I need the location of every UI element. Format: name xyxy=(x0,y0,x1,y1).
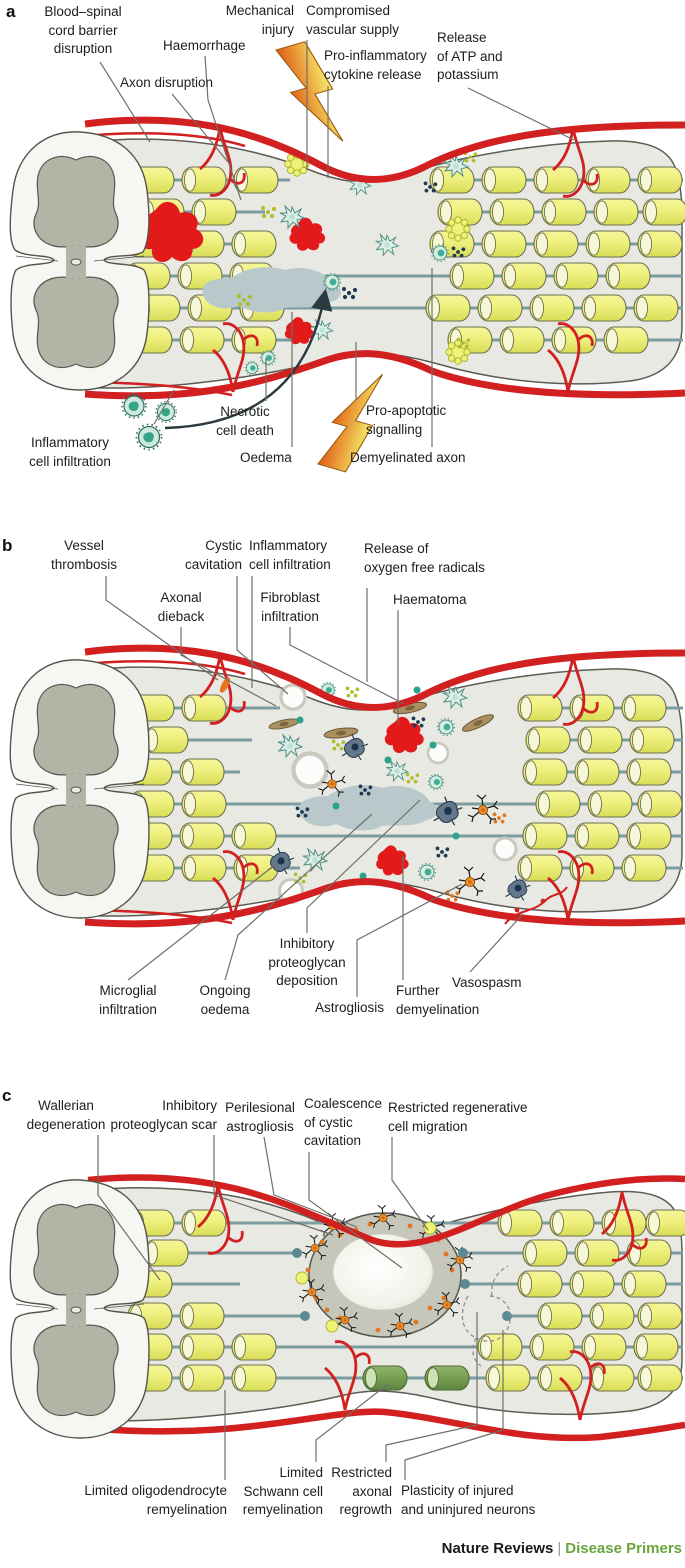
lesion-b xyxy=(267,681,531,905)
label-necrotic-cell-death: Necrotic cell death xyxy=(216,404,274,438)
label-inflammatory-cell-infiltration-a: Inflammatory cell infiltration xyxy=(29,435,111,469)
thrombus xyxy=(220,677,230,693)
label-release-of-oxygen-free-radicals: Release of oxygen free radicals xyxy=(364,541,485,575)
journal-credit: Nature Reviews|Disease Primers xyxy=(442,1540,682,1557)
label-inflammatory-cell-infiltration-b: Inflammatory cell infiltration xyxy=(249,538,331,572)
infiltration-arrow xyxy=(164,288,333,430)
label-blood-spinal-cord-barrier-disruption: Blood–spinal cord barrier disruption xyxy=(44,4,122,57)
cyst xyxy=(279,683,307,711)
migrating-cells xyxy=(295,1221,437,1333)
label-release-of-atp-and-potassium: Release of ATP and potassium xyxy=(437,30,503,83)
panel-c-illustration xyxy=(9,1135,685,1480)
journal-name: Nature Reviews xyxy=(441,1540,554,1557)
panel-b-illustration xyxy=(9,576,685,997)
label-microglial-infiltration: Microglial infiltration xyxy=(99,983,157,1017)
label-fibroblast-infiltration: Fibroblast infiltration xyxy=(260,590,320,624)
panel-letter-b: b xyxy=(2,536,13,555)
label-further-demyelination: Further demyelination xyxy=(396,983,480,1017)
label-pro-apoptotic-signalling: Pro-apoptotic signalling xyxy=(366,403,447,437)
label-astrogliosis: Astrogliosis xyxy=(315,1000,385,1015)
label-axon-disruption: Axon disruption xyxy=(120,75,214,90)
inflammatory-cells-a xyxy=(121,393,177,451)
label-inhibitory-proteoglycan-deposition: Inhibitory proteoglycan deposition xyxy=(268,936,346,989)
label-coalescence-of-cystic-cavitation: Coalescence of cystic cavitation xyxy=(304,1096,383,1149)
series-name: Disease Primers xyxy=(565,1540,682,1557)
label-vessel-thrombosis: Vessel thrombosis xyxy=(50,538,118,572)
leader-lines-b xyxy=(105,576,524,997)
free-radical-dots xyxy=(296,686,460,880)
label-haematoma: Haematoma xyxy=(393,592,467,607)
label-vasospasm: Vasospasm xyxy=(452,975,522,990)
label-axonal-dieback: Axonal dieback xyxy=(157,590,205,624)
label-restricted-axonal-regrowth: Restricted axonal regrowth xyxy=(331,1465,392,1518)
leader-lines-a xyxy=(99,40,575,447)
label-oedema: Oedema xyxy=(240,450,292,465)
label-inhibitory-proteoglycan-scar: Inhibitory proteoglycan scar xyxy=(110,1098,217,1132)
label-wallerian-degeneration: Wallerian degeneration xyxy=(26,1098,106,1132)
label-restricted-regenerative-cell-migration: Restricted regenerative cell migration xyxy=(388,1100,528,1134)
vasospasm-vessel xyxy=(504,886,568,925)
axon-stubs xyxy=(292,1248,512,1321)
credit-separator: | xyxy=(557,1540,562,1557)
label-compromised-vascular-supply: Compromised vascular supply xyxy=(306,3,400,37)
label-demyelinated-axon: Demyelinated axon xyxy=(350,450,466,465)
panel-a-illustration xyxy=(9,37,685,477)
panel-letter-a: a xyxy=(6,2,16,21)
panel-letter-c: c xyxy=(2,1086,12,1105)
label-haemorrhage: Haemorrhage xyxy=(163,38,246,53)
label-mechanical-injury: Mechanical injury xyxy=(225,3,294,37)
sprouting-dashed xyxy=(461,1265,511,1367)
label-cystic-cavitation: Cystic cavitation xyxy=(184,538,242,572)
label-limited-oligodendrocyte-remyelination: Limited oligodendrocyte remyelination xyxy=(84,1483,227,1517)
label-pro-inflammatory-cytokine-release: Pro-inflammatory cytokine release xyxy=(324,48,427,82)
leader-lines-c xyxy=(97,1135,504,1480)
label-ongoing-oedema: Ongoing oedema xyxy=(199,983,251,1017)
label-plasticity-of-injured-and-uninjured-neurons: Plasticity of injured and uninjured neur… xyxy=(401,1483,536,1517)
label-perilesional-astrogliosis: Perilesional astrogliosis xyxy=(225,1100,295,1134)
label-limited-schwann-cell-remyelination: Limited Schwann cell remyelination xyxy=(242,1465,323,1518)
vessels-c xyxy=(87,1174,685,1442)
